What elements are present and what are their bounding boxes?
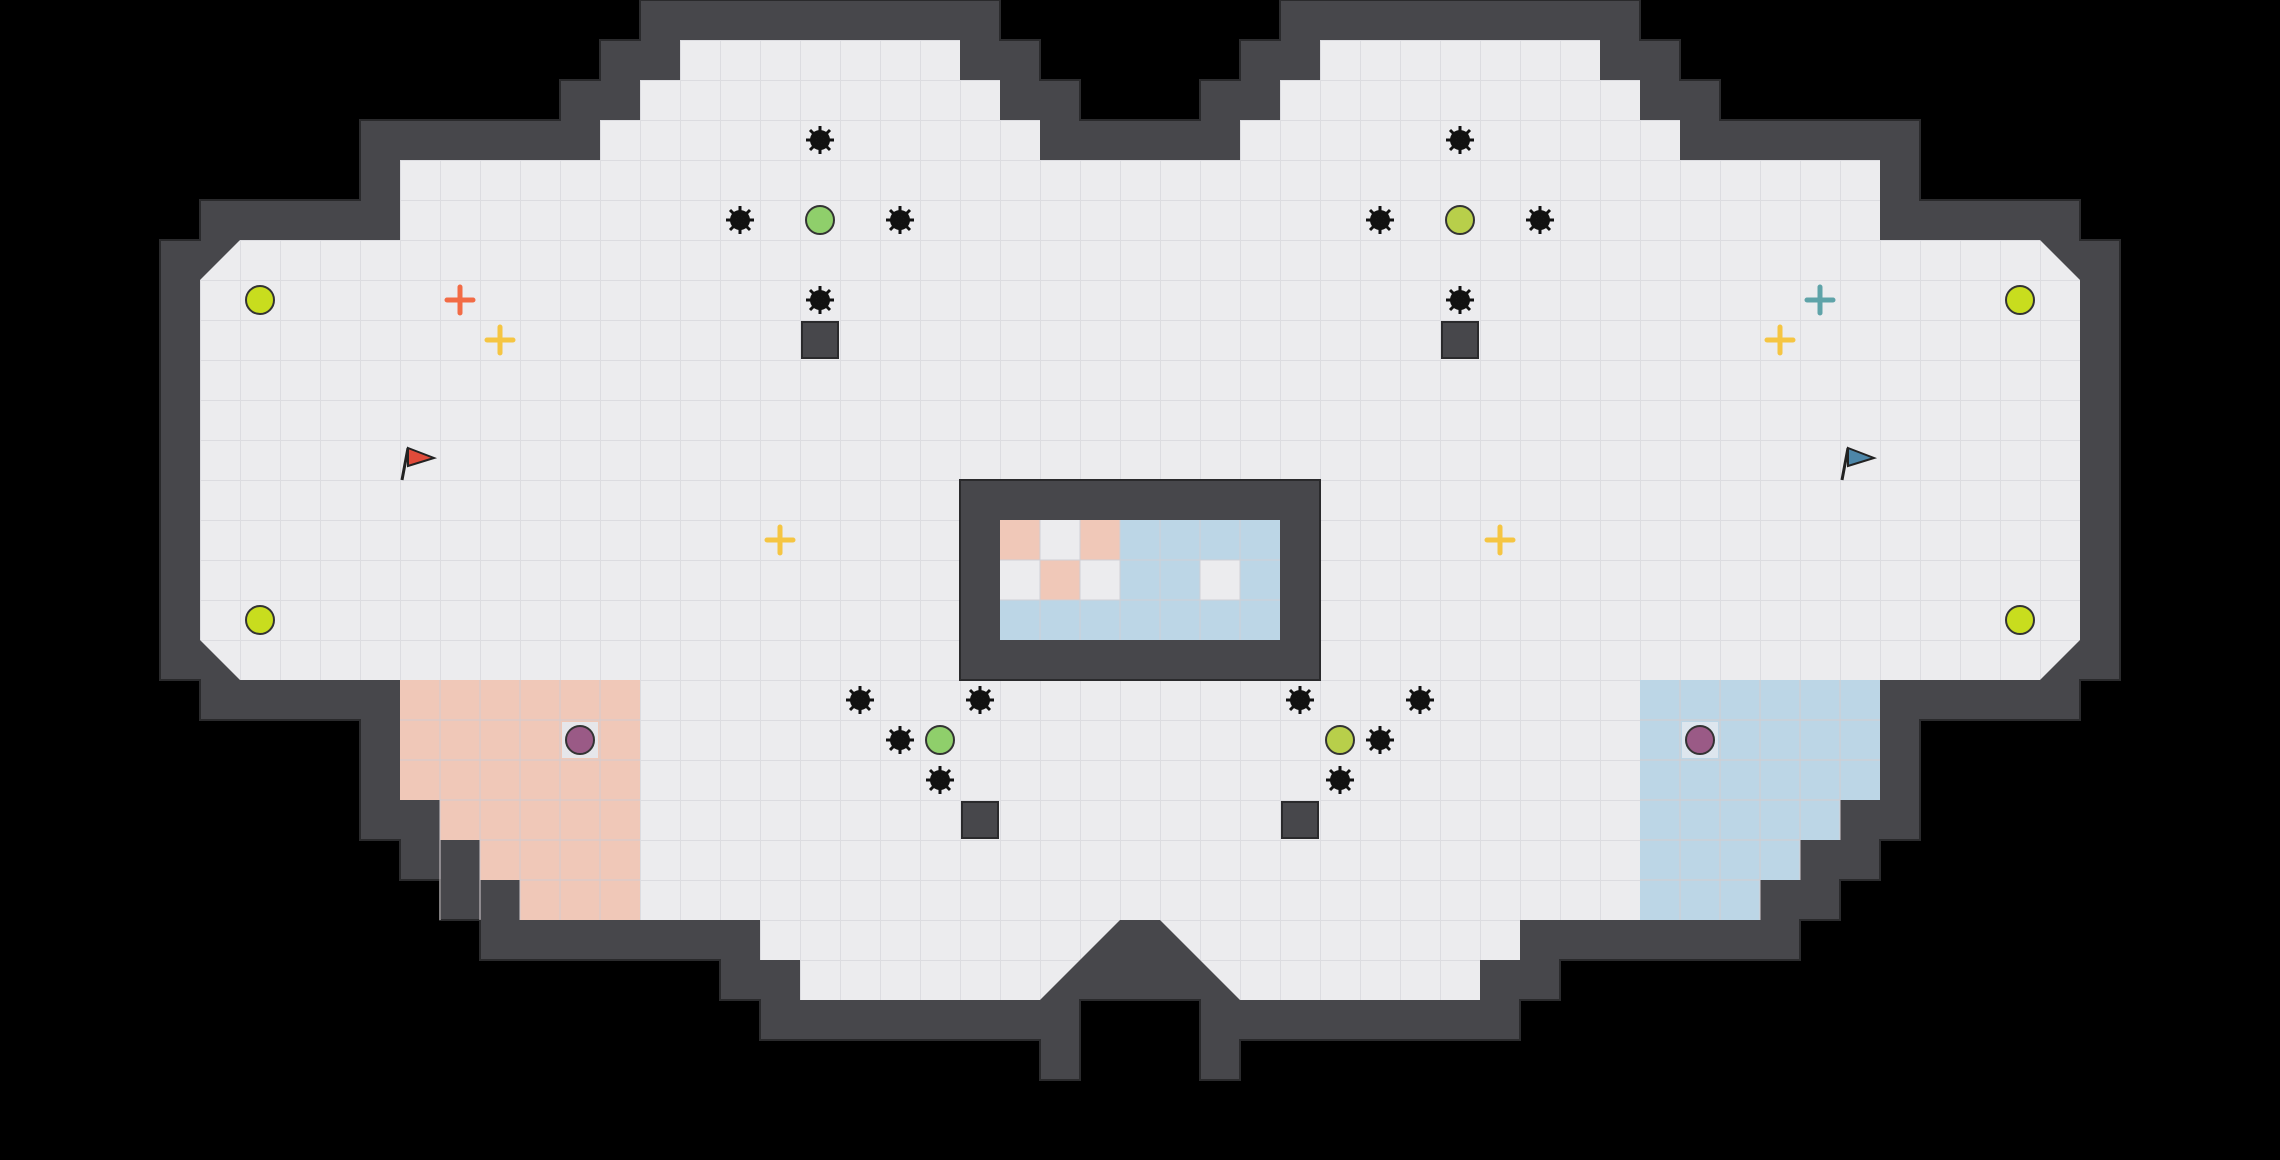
neutral-boost	[1764, 324, 1796, 356]
boosts	[444, 284, 1836, 556]
blue-boost	[1804, 284, 1836, 316]
powerup	[805, 205, 835, 235]
center-box	[959, 479, 1321, 681]
neutral-boost	[764, 524, 796, 556]
bomb	[565, 725, 595, 755]
neutral-boost	[1484, 524, 1516, 556]
spike-teeth	[726, 126, 1554, 794]
red-boost	[444, 284, 476, 316]
bombs	[562, 722, 1718, 758]
portal	[245, 605, 275, 635]
powerup	[925, 725, 955, 755]
bomb	[1685, 725, 1715, 755]
portals	[245, 285, 2035, 635]
neutral-boost	[484, 324, 516, 356]
zone-grid	[400, 680, 1880, 920]
portal	[245, 285, 275, 315]
powerups	[805, 205, 1475, 755]
flags	[400, 446, 1878, 481]
portal	[2005, 605, 2035, 635]
powerup	[1445, 205, 1475, 235]
portal	[2005, 285, 2035, 315]
powerup	[1325, 725, 1355, 755]
red-flag	[400, 446, 438, 481]
wall-blocks	[801, 321, 1479, 839]
blue-flag	[1840, 446, 1878, 481]
